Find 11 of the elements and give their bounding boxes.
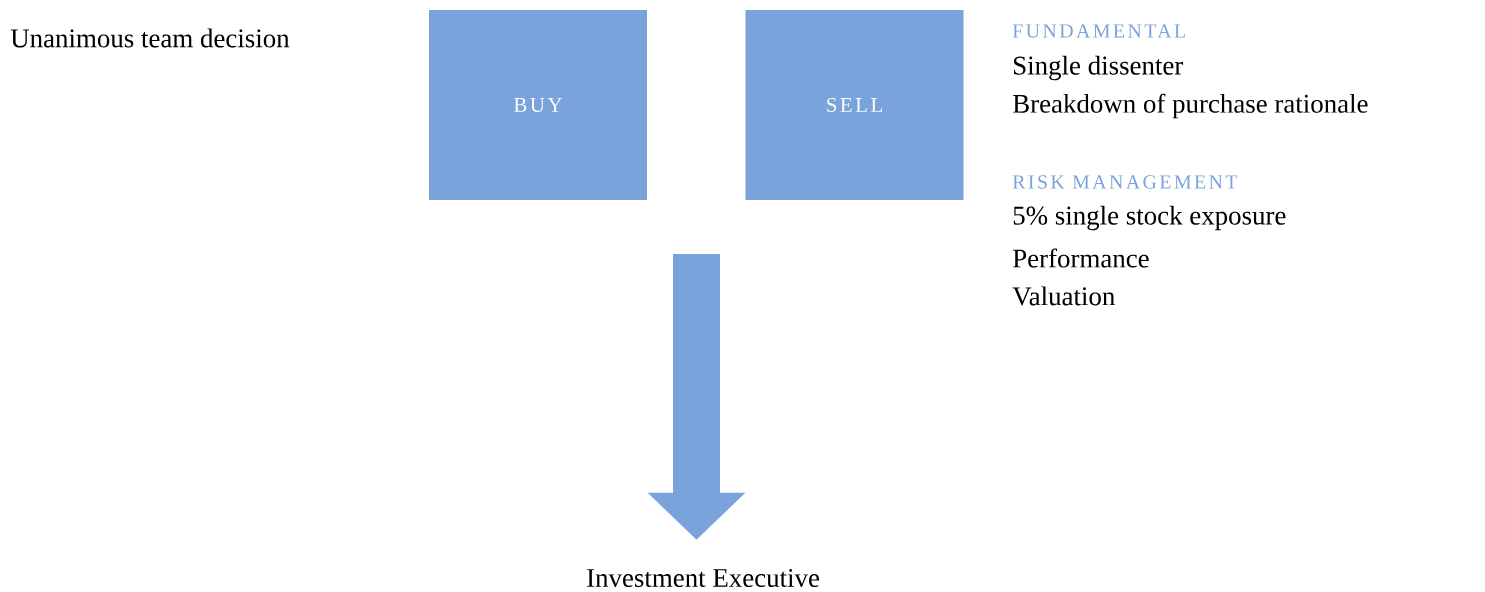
action-box: SELL [745,10,964,200]
section-heading: FUNDAMENTAL [1012,24,1185,38]
criterion-text: Unanimous team decision [10,28,290,48]
criterion-text: Breakdown of purchase rationale [1013,93,1368,119]
target-label: Investment Executive [587,568,819,588]
criterion-text: Performance [1013,248,1149,268]
criterion-text: Valuation [1012,286,1115,306]
action-box: BUY [429,10,647,200]
criterion-text: Single dissenter [1014,55,1184,81]
criterion-text: 5% single stock exposure [1013,205,1286,231]
section-heading: RISK MANAGEMENT [1012,175,1238,189]
